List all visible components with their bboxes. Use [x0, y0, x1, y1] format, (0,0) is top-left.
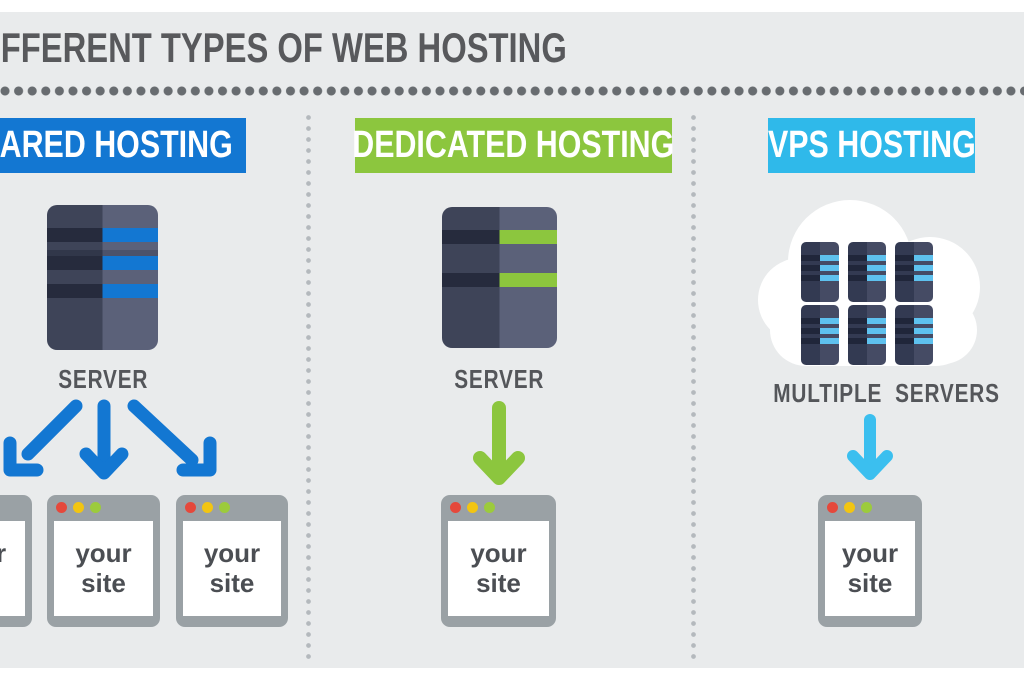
window-dot-yellow-icon [202, 502, 213, 513]
dedicated-arrow-icon [473, 401, 525, 485]
infographic-canvas: DIFFERENT TYPES OF WEB HOSTING SHARED HO… [0, 12, 1024, 668]
multiple-servers-caption: MULTIPLE SERVERS [773, 378, 1000, 408]
vps-arrow-icon [847, 414, 893, 480]
window-titlebar [450, 502, 495, 513]
vps-hosting-header-label: VPS HOSTING [767, 124, 976, 166]
site-label: your site [183, 521, 281, 616]
dotted-separator-horizontal [0, 86, 1024, 96]
window-dot-yellow-icon [844, 502, 855, 513]
window-dot-green-icon [219, 502, 230, 513]
server-stripe [442, 273, 557, 287]
page-title: DIFFERENT TYPES OF WEB HOSTING [0, 24, 567, 71]
browser-window: your site [176, 495, 288, 627]
browser-window: your site [0, 495, 32, 627]
mini-server-icon [848, 242, 886, 302]
shared-arrow-right-icon [127, 399, 217, 477]
window-titlebar [185, 502, 230, 513]
site-label: your site [54, 521, 153, 616]
site-label: your site [448, 521, 549, 616]
window-dot-yellow-icon [73, 502, 84, 513]
dedicated-hosting-header-label: DEDICATED HOSTING [352, 124, 675, 166]
window-dot-red-icon [56, 502, 67, 513]
shared-hosting-header: SHARED HOSTING [0, 118, 246, 173]
server-stripe [47, 256, 158, 270]
browser-window: your site [47, 495, 160, 627]
mini-server-icon [801, 305, 839, 365]
server-stripe [47, 250, 158, 260]
browser-window: your site [818, 495, 922, 627]
window-dot-green-icon [484, 502, 495, 513]
mini-server-icon [848, 305, 886, 365]
site-label: your site [825, 521, 915, 616]
server-stripe [47, 228, 158, 242]
window-dot-green-icon [861, 502, 872, 513]
browser-window: your site [441, 495, 556, 627]
dedicated-hosting-header: DEDICATED HOSTING [352, 118, 675, 173]
window-dot-red-icon [185, 502, 196, 513]
window-dot-green-icon [90, 502, 101, 513]
server-caption: SERVER [58, 364, 149, 394]
window-dot-red-icon [450, 502, 461, 513]
server-icon [47, 205, 158, 350]
window-dot-yellow-icon [467, 502, 478, 513]
site-label: your site [0, 521, 25, 616]
mini-server-icon [895, 242, 933, 302]
vps-hosting-header: VPS HOSTING [768, 118, 975, 173]
shared-hosting-header-label: SHARED HOSTING [0, 124, 233, 166]
shared-arrow-left-icon [3, 399, 83, 477]
mini-server-icon [895, 305, 933, 365]
server-stripe [442, 230, 557, 244]
window-dot-red-icon [827, 502, 838, 513]
column-divider-2 [691, 112, 696, 660]
server-icon [442, 207, 557, 348]
server-stripe [47, 284, 158, 298]
window-titlebar [56, 502, 101, 513]
mini-server-icon [801, 242, 839, 302]
server-caption: SERVER [454, 364, 545, 394]
window-titlebar [827, 502, 872, 513]
shared-arrow-center-icon [79, 399, 129, 480]
column-divider-1 [306, 112, 311, 660]
